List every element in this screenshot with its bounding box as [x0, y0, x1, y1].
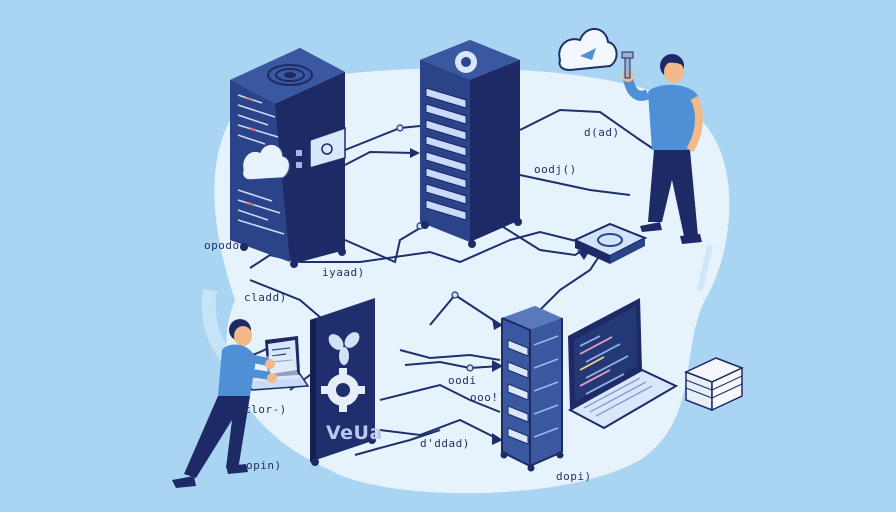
label-d-load: d(ad): [584, 126, 620, 139]
server-tower-center: [420, 40, 522, 248]
label-oodj: oodj(): [534, 163, 577, 176]
developer-with-laptop: [172, 319, 310, 488]
engineer-with-wrench: [621, 51, 703, 244]
label-dopi: dopi): [556, 470, 592, 483]
leaf-icon: [328, 332, 360, 365]
document-stack: [684, 357, 744, 412]
laptop: [567, 298, 679, 430]
cloud-icon: [558, 28, 618, 72]
chip-icon: [572, 222, 648, 264]
label-oooji: ooo!): [470, 391, 506, 404]
server-rack-left: [230, 48, 346, 268]
code-screen-icon: [574, 306, 637, 402]
label-oodi: oodi: [448, 374, 477, 387]
label-clor: clor-): [244, 403, 287, 416]
label-dddad: d'ddad): [420, 437, 470, 450]
label-opodo: opodo: [204, 239, 240, 252]
label-iyaad: iyaad): [322, 266, 365, 279]
brand-panel: [310, 298, 376, 466]
label-opin: opin): [246, 459, 282, 472]
gear-icon: [455, 51, 477, 73]
panel-brand-text: VeUa: [326, 422, 383, 444]
label-cladd: cladd): [244, 291, 287, 304]
cloud-icon: [241, 143, 291, 181]
server-rack-small: [500, 306, 564, 472]
wrench-icon: [621, 51, 634, 79]
gear-icon: [321, 368, 365, 412]
